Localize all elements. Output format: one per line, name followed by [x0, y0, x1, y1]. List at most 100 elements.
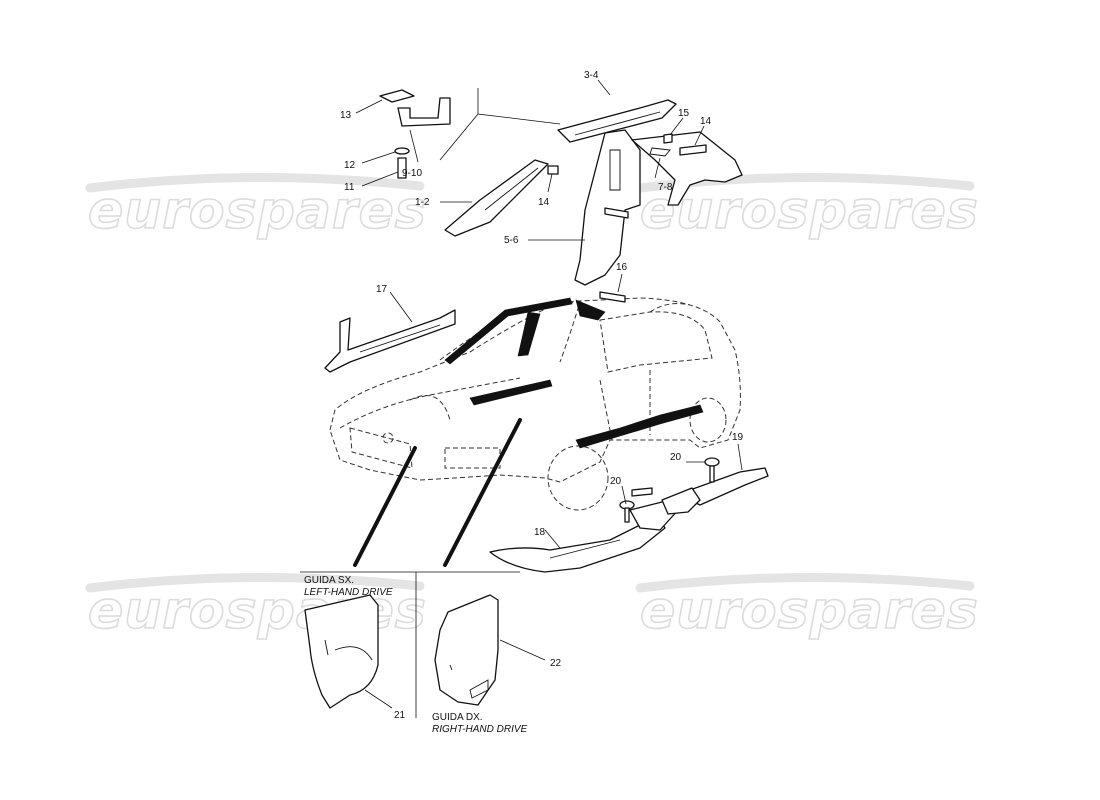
- sill-19-connector: [661, 487, 701, 515]
- panel-21-detail: [324, 639, 373, 661]
- car-grille: [349, 427, 413, 469]
- b-pillar: [574, 129, 641, 286]
- callout-label: 22: [550, 658, 562, 669]
- trim-roof-left: [444, 297, 573, 365]
- car-side-window: [599, 311, 713, 373]
- screw-20b: [619, 500, 635, 510]
- callout-label: 18: [534, 527, 546, 538]
- caption-right-line1: GUIDA DX.: [432, 712, 483, 723]
- bracket-slot: [649, 147, 671, 157]
- bracket: [631, 131, 743, 206]
- leader-1-2-top: [439, 88, 561, 161]
- detail-leader-left: [353, 446, 417, 567]
- leader-7-8: [654, 157, 661, 179]
- panel-22-detail: [449, 664, 489, 699]
- leader-12: [361, 151, 396, 164]
- screw-20a-shank: [709, 465, 715, 483]
- part-a-pillar-1-2: [440, 159, 549, 237]
- car-emblem: [382, 432, 394, 444]
- fasteners: [547, 165, 629, 303]
- grab-handle: [397, 97, 451, 127]
- screw-11: [397, 157, 407, 179]
- panel-22: [434, 594, 499, 706]
- callout-label: 13: [340, 110, 352, 121]
- screw-20c: [631, 487, 653, 497]
- screws-20: [619, 457, 720, 523]
- part-grab-handle-9-10: [355, 89, 451, 187]
- washer-12: [394, 147, 410, 155]
- sill-17: [324, 309, 456, 373]
- trim-a-pillar: [517, 311, 541, 357]
- leader-21: [364, 689, 393, 709]
- panel-21: [304, 594, 379, 709]
- car-trim-highlights: [353, 297, 704, 567]
- b-pillar-slot: [609, 149, 621, 191]
- screw-20b-shank: [624, 507, 630, 523]
- caption-left-line1: GUIDA SX.: [304, 575, 354, 586]
- car-outline: [329, 297, 741, 511]
- callout-label: 11: [344, 182, 355, 193]
- trim-b-pillar: [575, 299, 606, 321]
- screw-14a: [679, 144, 707, 156]
- watermark-text: eurospares: [640, 181, 979, 241]
- callout-label: 7-8: [658, 182, 673, 193]
- sill-18: [489, 519, 666, 573]
- watermark-swoosh: [85, 172, 425, 193]
- sill-17-detail: [359, 324, 441, 353]
- callout-label: 21: [394, 710, 406, 721]
- sill-18-detail: [549, 539, 621, 559]
- leader-14b: [547, 173, 553, 193]
- watermark-text: eurospares: [640, 581, 979, 641]
- callout-label: 12: [344, 160, 356, 171]
- callout-label: 14: [538, 197, 550, 208]
- leader-20b: [621, 485, 627, 505]
- callout-label: 14: [700, 116, 712, 127]
- part-bracket-7-8: [631, 117, 743, 206]
- watermark-group: eurospares eurospares eurospares eurospa…: [85, 172, 979, 642]
- car-windshield: [439, 301, 581, 363]
- leader-15: [669, 117, 684, 136]
- car-wheel-arch: [409, 395, 451, 421]
- screw-20a: [704, 457, 720, 467]
- roof-rail-detail: [574, 111, 661, 136]
- leader-14a: [694, 125, 705, 146]
- callout-label: 3-4: [584, 70, 599, 81]
- leader-22: [499, 639, 546, 661]
- watermark-swoosh: [85, 572, 425, 593]
- sill-19: [689, 467, 769, 506]
- car-hood: [339, 377, 521, 429]
- car-door-line: [599, 370, 651, 441]
- leader-17: [389, 291, 413, 323]
- leader-11: [361, 171, 399, 187]
- callout-label: 5-6: [504, 235, 519, 246]
- callout-label: 20: [610, 476, 622, 487]
- leader-13: [355, 99, 383, 114]
- a-pillar-edge: [484, 167, 539, 211]
- trim-door-sill: [469, 379, 553, 406]
- a-pillar: [444, 159, 549, 237]
- trim-rocker: [575, 404, 704, 449]
- car-rear-window: [649, 303, 691, 313]
- car-body-outline: [329, 297, 741, 483]
- car-front-wheel: [547, 445, 609, 511]
- screw-16b: [599, 291, 626, 303]
- car-rear-wheel: [689, 397, 727, 443]
- leader-9-10: [409, 129, 419, 163]
- part-sill-17: [324, 291, 456, 373]
- callout-labels: 3-4 13 15 14 12 9-10 7-8 11 14 1-2 5-6 1…: [340, 70, 744, 721]
- callout-label: 19: [732, 432, 744, 443]
- callout-label: 15: [678, 108, 690, 119]
- callout-label: 16: [616, 262, 628, 273]
- part-sill-18: [489, 499, 681, 573]
- part-sill-19: [661, 443, 769, 515]
- drive-captions: GUIDA SX. LEFT-HAND DRIVE GUIDA DX. RIGH…: [304, 575, 528, 735]
- part-roof-rail-3-4: [439, 79, 677, 161]
- callout-label: 1-2: [415, 197, 430, 208]
- leader-18: [544, 529, 561, 549]
- callout-label: 20: [670, 452, 682, 463]
- leader-3-4: [597, 79, 611, 96]
- screw-14b: [547, 165, 559, 175]
- leader-16: [617, 273, 623, 293]
- watermark-swoosh: [635, 572, 975, 593]
